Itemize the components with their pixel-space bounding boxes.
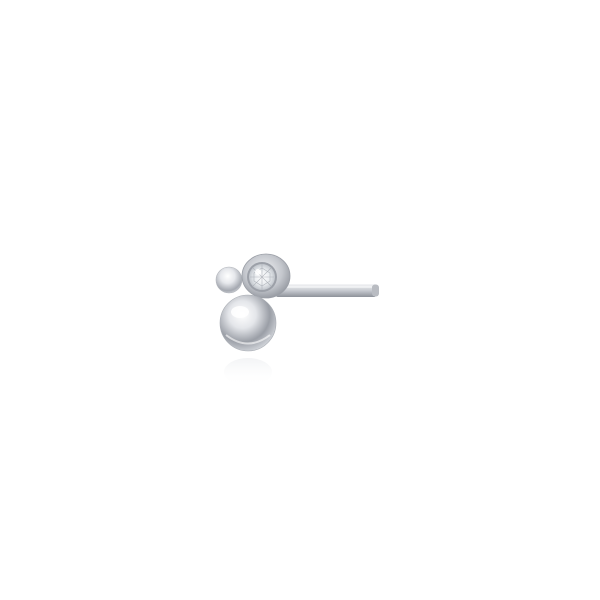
small-ball [215, 266, 243, 294]
stone-setting [241, 253, 291, 299]
large-ball [219, 294, 277, 352]
reflection [224, 358, 272, 386]
earring-post [276, 284, 379, 297]
